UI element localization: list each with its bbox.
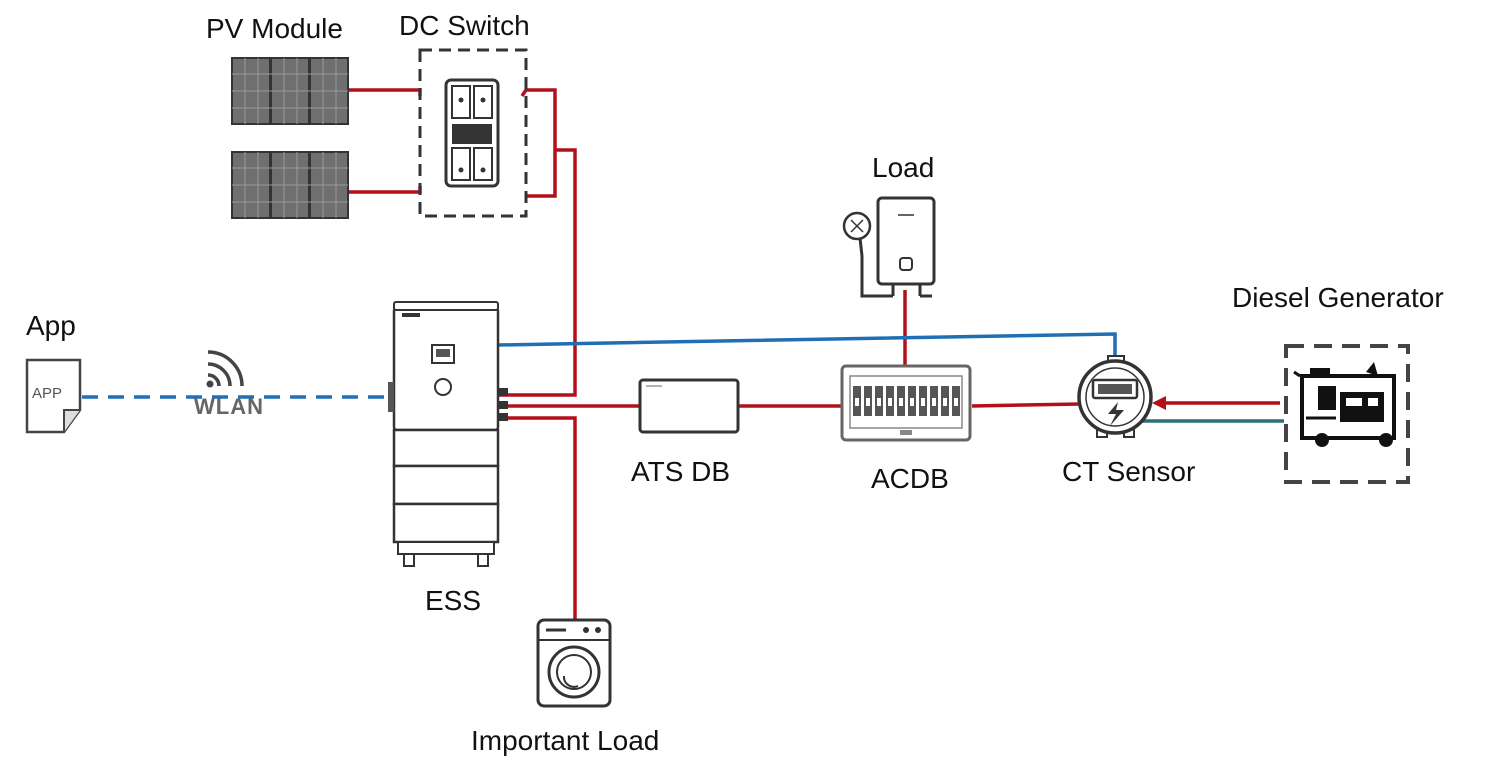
dc-switch-label: DC Switch	[399, 10, 530, 41]
wire-dcswitch-ess	[498, 148, 577, 397]
app-icon-text: APP	[32, 385, 62, 402]
generator-dashed-frame	[1284, 344, 1410, 484]
pv-module-bottom	[231, 151, 349, 219]
app-device: APP	[25, 358, 82, 434]
pv-module-top	[231, 57, 349, 125]
solar-panel-icon	[231, 151, 349, 219]
important-load-label: Important Load	[471, 725, 660, 756]
wire-ess-ct-comm	[497, 332, 1117, 362]
app-label: App	[26, 310, 76, 341]
wire-ess-important-load	[498, 416, 577, 620]
load	[842, 196, 936, 298]
dc-switch-dashed-frame	[418, 48, 528, 218]
pv-module-label: PV Module	[206, 13, 343, 44]
ess	[388, 301, 508, 567]
wire-pv2-dcswitch	[348, 186, 422, 194]
app-document-icon: APP	[25, 358, 82, 434]
important-load	[536, 618, 612, 708]
wifi-icon	[206, 350, 244, 388]
washing-machine-icon	[536, 618, 612, 708]
diesel-generator-label: Diesel Generator	[1232, 282, 1444, 313]
acdb	[840, 364, 972, 442]
ct-meter-icon	[1077, 355, 1153, 438]
load-label: Load	[872, 152, 935, 183]
diesel-generator	[1284, 344, 1410, 484]
ats-box-icon	[638, 378, 740, 434]
distribution-board-icon	[840, 364, 972, 442]
diesel-generator-icon	[1293, 362, 1396, 447]
ats-db-label: ATS DB	[631, 456, 731, 487]
ct-sensor-label: CT Sensor	[1062, 456, 1196, 487]
wire-pv1-dcswitch	[348, 88, 422, 96]
ats-db	[638, 378, 740, 434]
water-heater-icon	[842, 196, 936, 298]
acdb-label: ACDB	[871, 463, 949, 494]
ct-sensor	[1077, 355, 1153, 438]
power-wires	[348, 88, 1280, 620]
dc-switch	[418, 48, 528, 218]
battery-storage-icon	[388, 301, 508, 567]
wire-acdb-ct	[971, 402, 1081, 408]
dc-switch-icon	[444, 78, 500, 188]
ess-label: ESS	[425, 585, 482, 616]
comm-wires	[82, 332, 1284, 423]
wlan: WLAN	[194, 350, 264, 419]
arrow-gen-ct	[1152, 396, 1166, 410]
wire-dcswitch-out-top	[520, 88, 557, 198]
wlan-label: WLAN	[194, 394, 264, 419]
solar-panel-icon	[231, 57, 349, 125]
